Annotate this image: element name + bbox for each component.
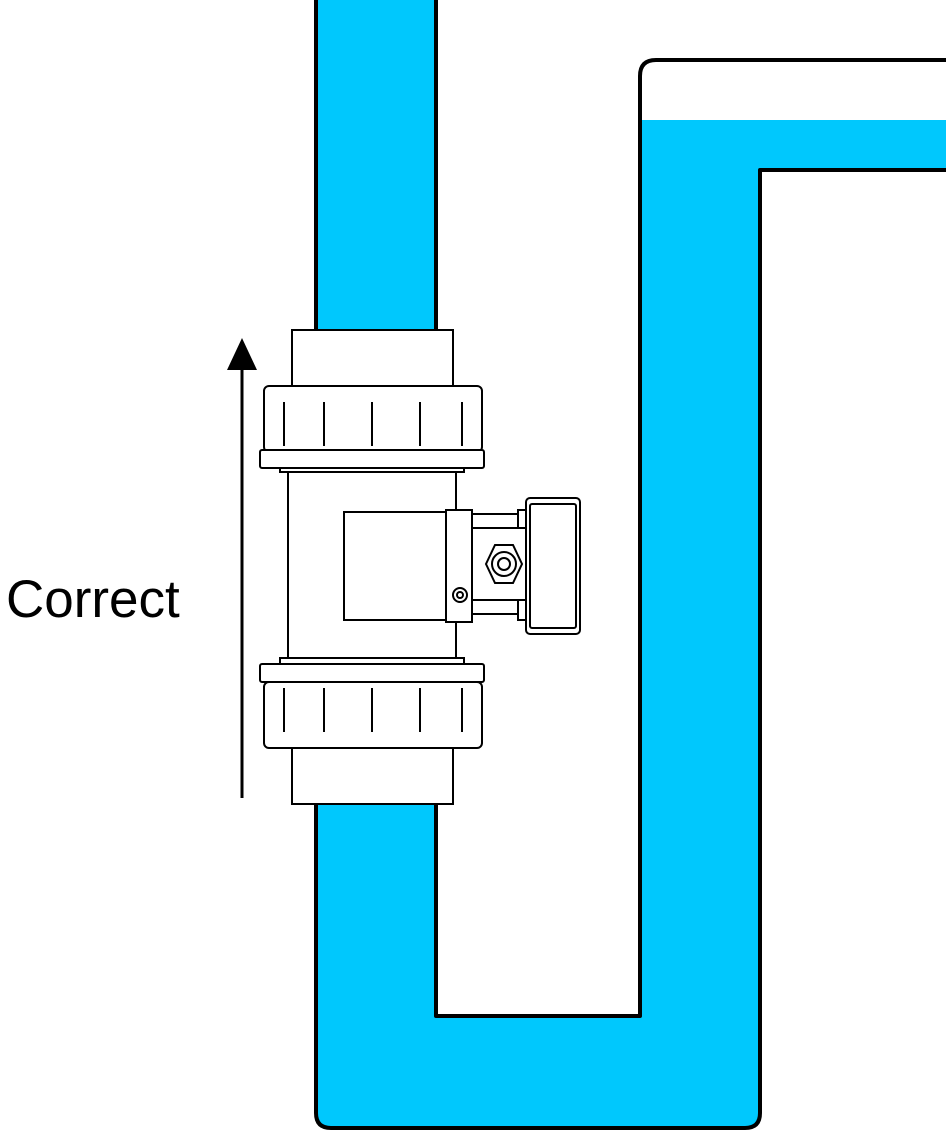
correct-label: Correct [6,570,180,629]
sensor-head [525,497,581,635]
pipe-outer-wall [314,0,946,1130]
bottom-union-nut [259,657,485,749]
pipe-water [316,0,946,1128]
sensor-fitting [484,544,524,584]
flow-sensor [259,329,581,805]
pipe-inner-wall [434,0,946,1018]
up-arrow-icon [227,338,257,798]
set-screw [452,587,468,603]
pipe-loop [314,0,946,1130]
bottom-sleeve [291,745,454,805]
top-union-nut [259,385,485,473]
tee-stub [343,511,449,621]
top-sleeve [291,329,454,387]
